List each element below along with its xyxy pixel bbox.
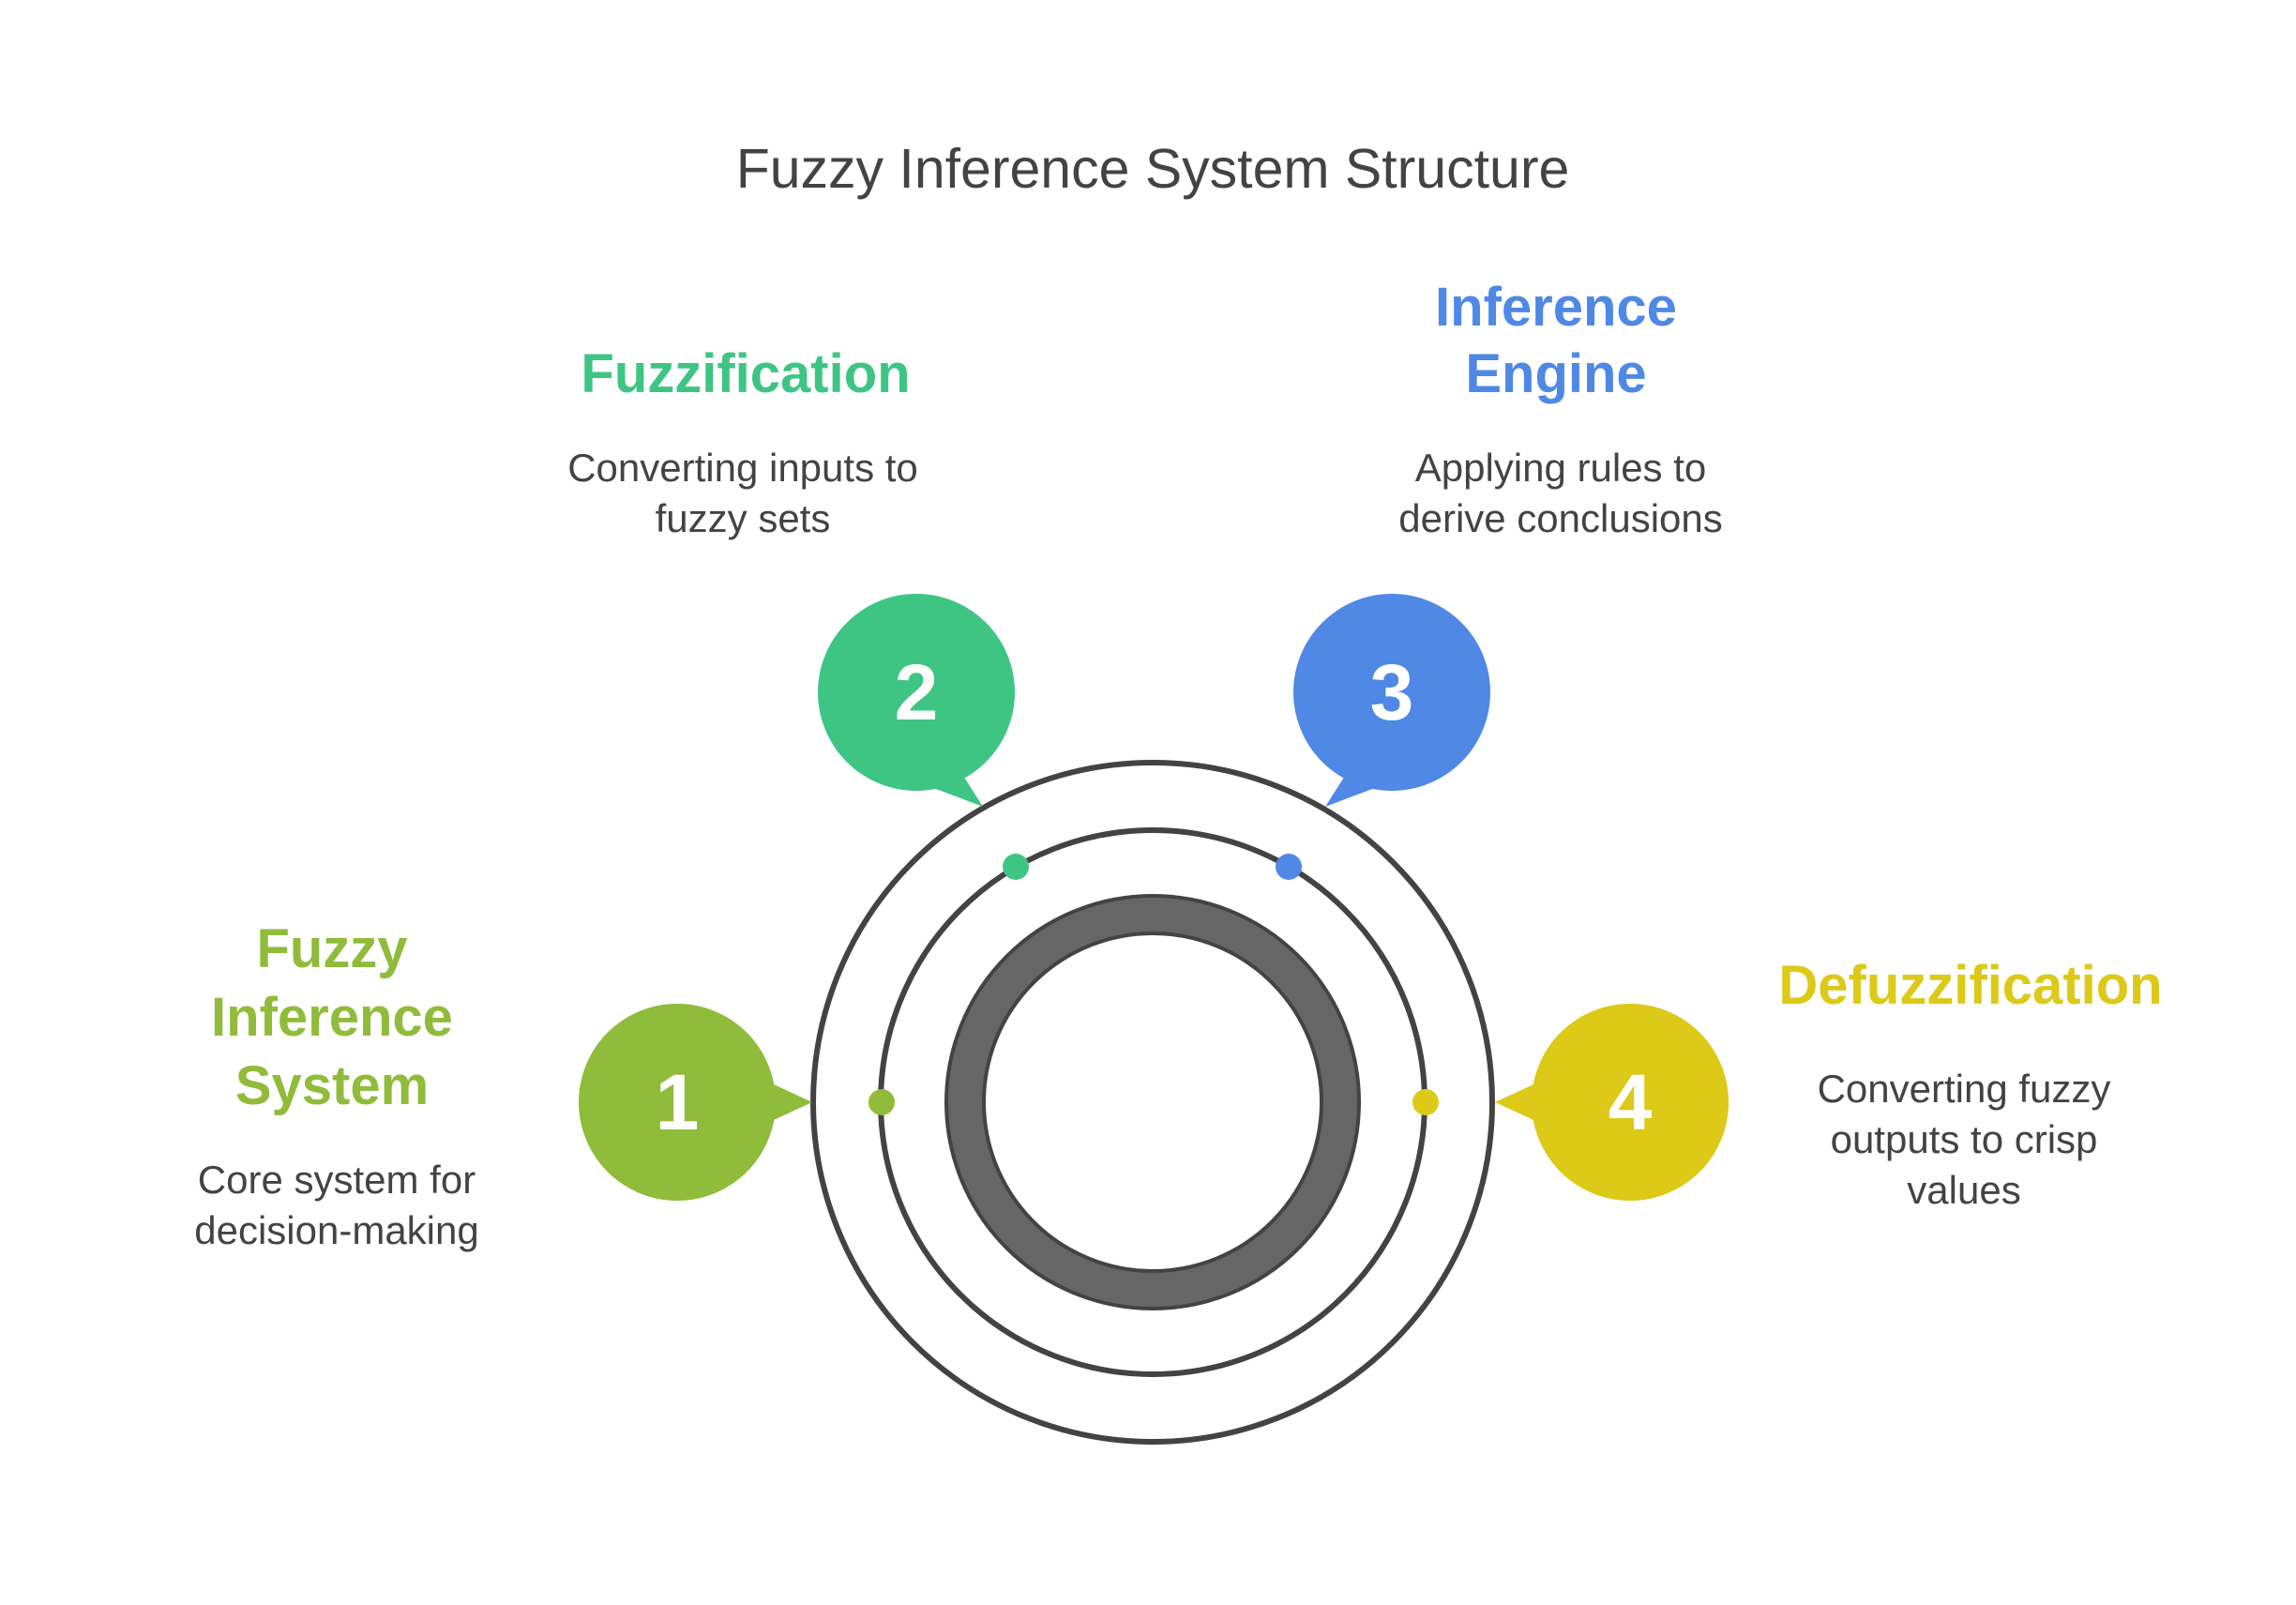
step-3-number: 3 bbox=[1370, 648, 1414, 736]
step-2: 2 Fuzzification Converting inputs to fuz… bbox=[567, 343, 1029, 880]
step-4-title-line-1: Defuzzification bbox=[1778, 955, 2162, 1016]
step-4-desc-line-3: values bbox=[1907, 1168, 2020, 1212]
step-3-title-line-1: Inference bbox=[1435, 277, 1677, 338]
step-2-ring-dot bbox=[1003, 854, 1029, 880]
step-3-ring-dot bbox=[1276, 854, 1302, 880]
step-1-number: 1 bbox=[656, 1058, 700, 1146]
step-1-title-line-2: Inference bbox=[211, 987, 453, 1048]
diagram-title: Fuzzy Inference System Structure bbox=[736, 138, 1570, 200]
step-4-number: 4 bbox=[1609, 1058, 1653, 1146]
step-2-desc-line-2: fuzzy sets bbox=[656, 496, 831, 540]
step-1-desc-line-1: Core system for bbox=[198, 1158, 476, 1202]
outer-ring bbox=[810, 760, 1495, 1445]
step-4-ring-dot bbox=[1412, 1089, 1439, 1115]
step-4-desc-line-2: outputs to crisp bbox=[1831, 1117, 2098, 1161]
step-1-desc-line-2: decision-making bbox=[194, 1208, 478, 1252]
step-3-desc-line-1: Applying rules to bbox=[1415, 446, 1707, 490]
step-1-ring-dot bbox=[869, 1089, 895, 1115]
step-2-number: 2 bbox=[895, 648, 939, 736]
step-4-desc-line-1: Converting fuzzy bbox=[1818, 1067, 2111, 1111]
step-4-bubble bbox=[1495, 1004, 1729, 1201]
step-1-bubble bbox=[579, 1004, 812, 1201]
step-1-title-line-1: Fuzzy bbox=[256, 918, 407, 979]
step-3-desc-line-2: derive conclusions bbox=[1398, 496, 1723, 540]
step-1: 1 Fuzzy Inference System Core system for… bbox=[194, 918, 895, 1252]
step-3-title-line-2: Engine bbox=[1465, 343, 1646, 404]
core-ring bbox=[946, 896, 1359, 1309]
step-2-title-line-1: Fuzzification bbox=[581, 343, 910, 404]
step-4: 4 Defuzzification Converting fuzzy outpu… bbox=[1412, 955, 2163, 1212]
step-1-title-line-3: System bbox=[235, 1055, 429, 1116]
step-3-bubble bbox=[1293, 594, 1490, 807]
core-ring-outline-inner bbox=[982, 931, 1323, 1273]
concentric-rings bbox=[810, 760, 1495, 1445]
step-3: 3 Inference Engine Applying rules to der… bbox=[1276, 277, 1723, 880]
step-2-bubble bbox=[818, 594, 1015, 807]
step-2-desc-line-1: Converting inputs to bbox=[567, 446, 918, 490]
core-ring-outline-outer bbox=[944, 894, 1361, 1310]
